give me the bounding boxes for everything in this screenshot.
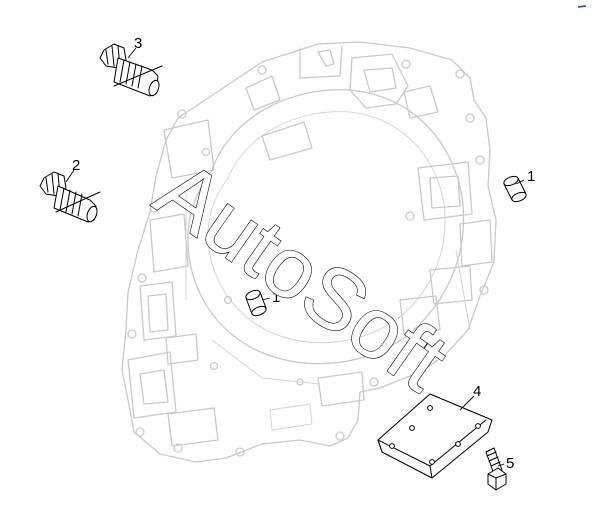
callout-4: 4: [473, 383, 481, 400]
watermark-text: AutoSoft: [139, 142, 464, 410]
flywheel-housing: [121, 41, 497, 463]
part-3-stud-bolt: [99, 43, 163, 97]
part-2-stud-bolt: [39, 171, 101, 223]
part-5-bolt: [485, 447, 507, 491]
leader-lines: [65, 47, 525, 467]
part-4-cover-plate: [377, 393, 493, 479]
callout-3: 3: [134, 35, 142, 52]
corner-mark: [577, 5, 587, 8]
callout-5: 5: [506, 455, 514, 472]
callout-1-right: 1: [527, 168, 535, 185]
callout-2: 2: [72, 157, 80, 174]
part-1-dowel-pin-center: [245, 289, 267, 317]
part-1-dowel-pin-right: [503, 175, 527, 203]
callout-1-center: 1: [272, 289, 280, 306]
